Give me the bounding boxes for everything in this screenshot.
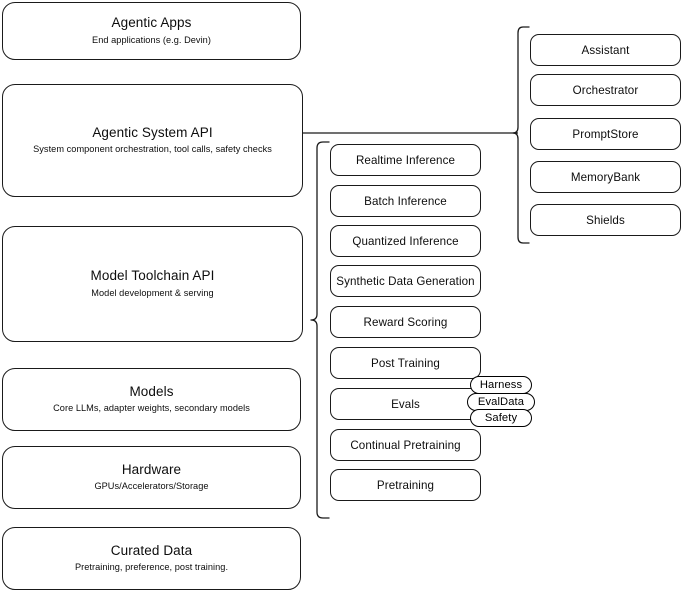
component-label: Shields bbox=[586, 213, 625, 227]
eval-tag-safety[interactable]: Safety bbox=[470, 409, 532, 427]
component-label: Synthetic Data Generation bbox=[336, 274, 475, 288]
component-label: MemoryBank bbox=[570, 170, 641, 184]
layer-box-curated-data[interactable]: Curated Data Pretraining, preference, po… bbox=[2, 527, 301, 590]
layer-subtitle: End applications (e.g. Devin) bbox=[92, 34, 211, 45]
agentic-component-promptstore[interactable]: PromptStore bbox=[530, 118, 681, 150]
layer-title: Hardware bbox=[121, 461, 182, 477]
layer-box-model-toolchain-api[interactable]: Model Toolchain API Model development & … bbox=[2, 226, 303, 342]
component-label: Assistant bbox=[581, 43, 630, 57]
layer-title: Agentic Apps bbox=[111, 15, 192, 31]
eval-tag-harness[interactable]: Harness bbox=[470, 376, 532, 394]
layer-title: Model Toolchain API bbox=[90, 268, 215, 284]
agentic-component-memorybank[interactable]: MemoryBank bbox=[530, 161, 681, 193]
eval-tag-label: EvalData bbox=[477, 396, 525, 408]
component-label: Batch Inference bbox=[364, 194, 447, 208]
toolchain-component-post-training[interactable]: Post Training bbox=[330, 347, 481, 379]
layer-title: Agentic System API bbox=[92, 124, 213, 140]
layer-subtitle: Core LLMs, adapter weights, secondary mo… bbox=[53, 403, 250, 414]
eval-tag-label: Safety bbox=[484, 412, 518, 424]
toolchain-component-reward-scoring[interactable]: Reward Scoring bbox=[330, 306, 481, 338]
layer-box-agentic-apps[interactable]: Agentic Apps End applications (e.g. Devi… bbox=[2, 2, 301, 60]
component-label: Evals bbox=[391, 397, 420, 411]
toolchain-component-synthetic-data-generation[interactable]: Synthetic Data Generation bbox=[330, 265, 481, 297]
layer-subtitle: Model development & serving bbox=[91, 287, 214, 298]
layer-title: Curated Data bbox=[110, 542, 193, 558]
layer-title: Models bbox=[129, 383, 174, 399]
component-label: Continual Pretraining bbox=[350, 438, 461, 452]
toolchain-component-quantized-inference[interactable]: Quantized Inference bbox=[330, 225, 481, 257]
layer-box-agentic-system-api[interactable]: Agentic System API System component orch… bbox=[2, 84, 303, 197]
agentic-component-orchestrator[interactable]: Orchestrator bbox=[530, 74, 681, 106]
component-label: Orchestrator bbox=[572, 83, 639, 97]
toolchain-component-batch-inference[interactable]: Batch Inference bbox=[330, 185, 481, 217]
agentic-component-assistant[interactable]: Assistant bbox=[530, 34, 681, 66]
toolchain-component-pretraining[interactable]: Pretraining bbox=[330, 469, 481, 501]
toolchain-component-realtime-inference[interactable]: Realtime Inference bbox=[330, 144, 481, 176]
agentic-component-shields[interactable]: Shields bbox=[530, 204, 681, 236]
component-label: Reward Scoring bbox=[363, 315, 448, 329]
layer-subtitle: GPUs/Accelerators/Storage bbox=[94, 481, 209, 492]
eval-tag-label: Harness bbox=[479, 379, 523, 391]
component-label: Realtime Inference bbox=[355, 153, 456, 167]
component-label: Pretraining bbox=[376, 478, 435, 492]
component-label: Quantized Inference bbox=[352, 234, 459, 248]
layer-subtitle: Pretraining, preference, post training. bbox=[74, 562, 229, 573]
toolchain-component-evals[interactable]: Evals bbox=[330, 388, 481, 420]
layer-box-models[interactable]: Models Core LLMs, adapter weights, secon… bbox=[2, 368, 301, 431]
component-label: Post Training bbox=[371, 356, 440, 370]
toolchain-component-continual-pretraining[interactable]: Continual Pretraining bbox=[330, 429, 481, 461]
component-label: PromptStore bbox=[572, 127, 639, 141]
layer-subtitle: System component orchestration, tool cal… bbox=[33, 144, 272, 155]
layer-box-hardware[interactable]: Hardware GPUs/Accelerators/Storage bbox=[2, 446, 301, 509]
